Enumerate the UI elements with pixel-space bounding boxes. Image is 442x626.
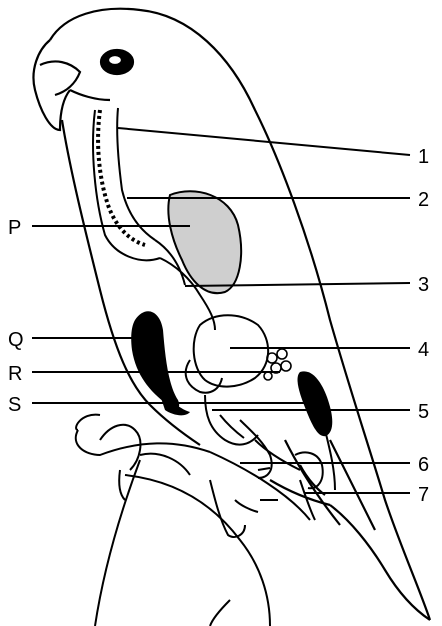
label-2: 2 [418, 189, 429, 211]
crop-organ [168, 191, 241, 293]
label-5: 5 [418, 401, 429, 423]
label-7: 7 [418, 484, 429, 506]
label-S: S [8, 394, 21, 416]
label-R: R [8, 363, 22, 385]
label-P: P [8, 217, 21, 239]
label-Q: Q [8, 329, 24, 351]
label-6: 6 [418, 454, 429, 476]
label-3: 3 [418, 274, 429, 296]
label-1: 1 [418, 146, 429, 168]
label-4: 4 [418, 339, 429, 361]
organ-Q [131, 311, 179, 409]
leader-line-1 [118, 128, 410, 155]
left-labels: P Q R S [8, 217, 24, 416]
perch-branch [76, 415, 310, 626]
right-labels: 1 2 3 4 5 6 7 [418, 146, 429, 506]
parrot-feet [100, 425, 258, 537]
